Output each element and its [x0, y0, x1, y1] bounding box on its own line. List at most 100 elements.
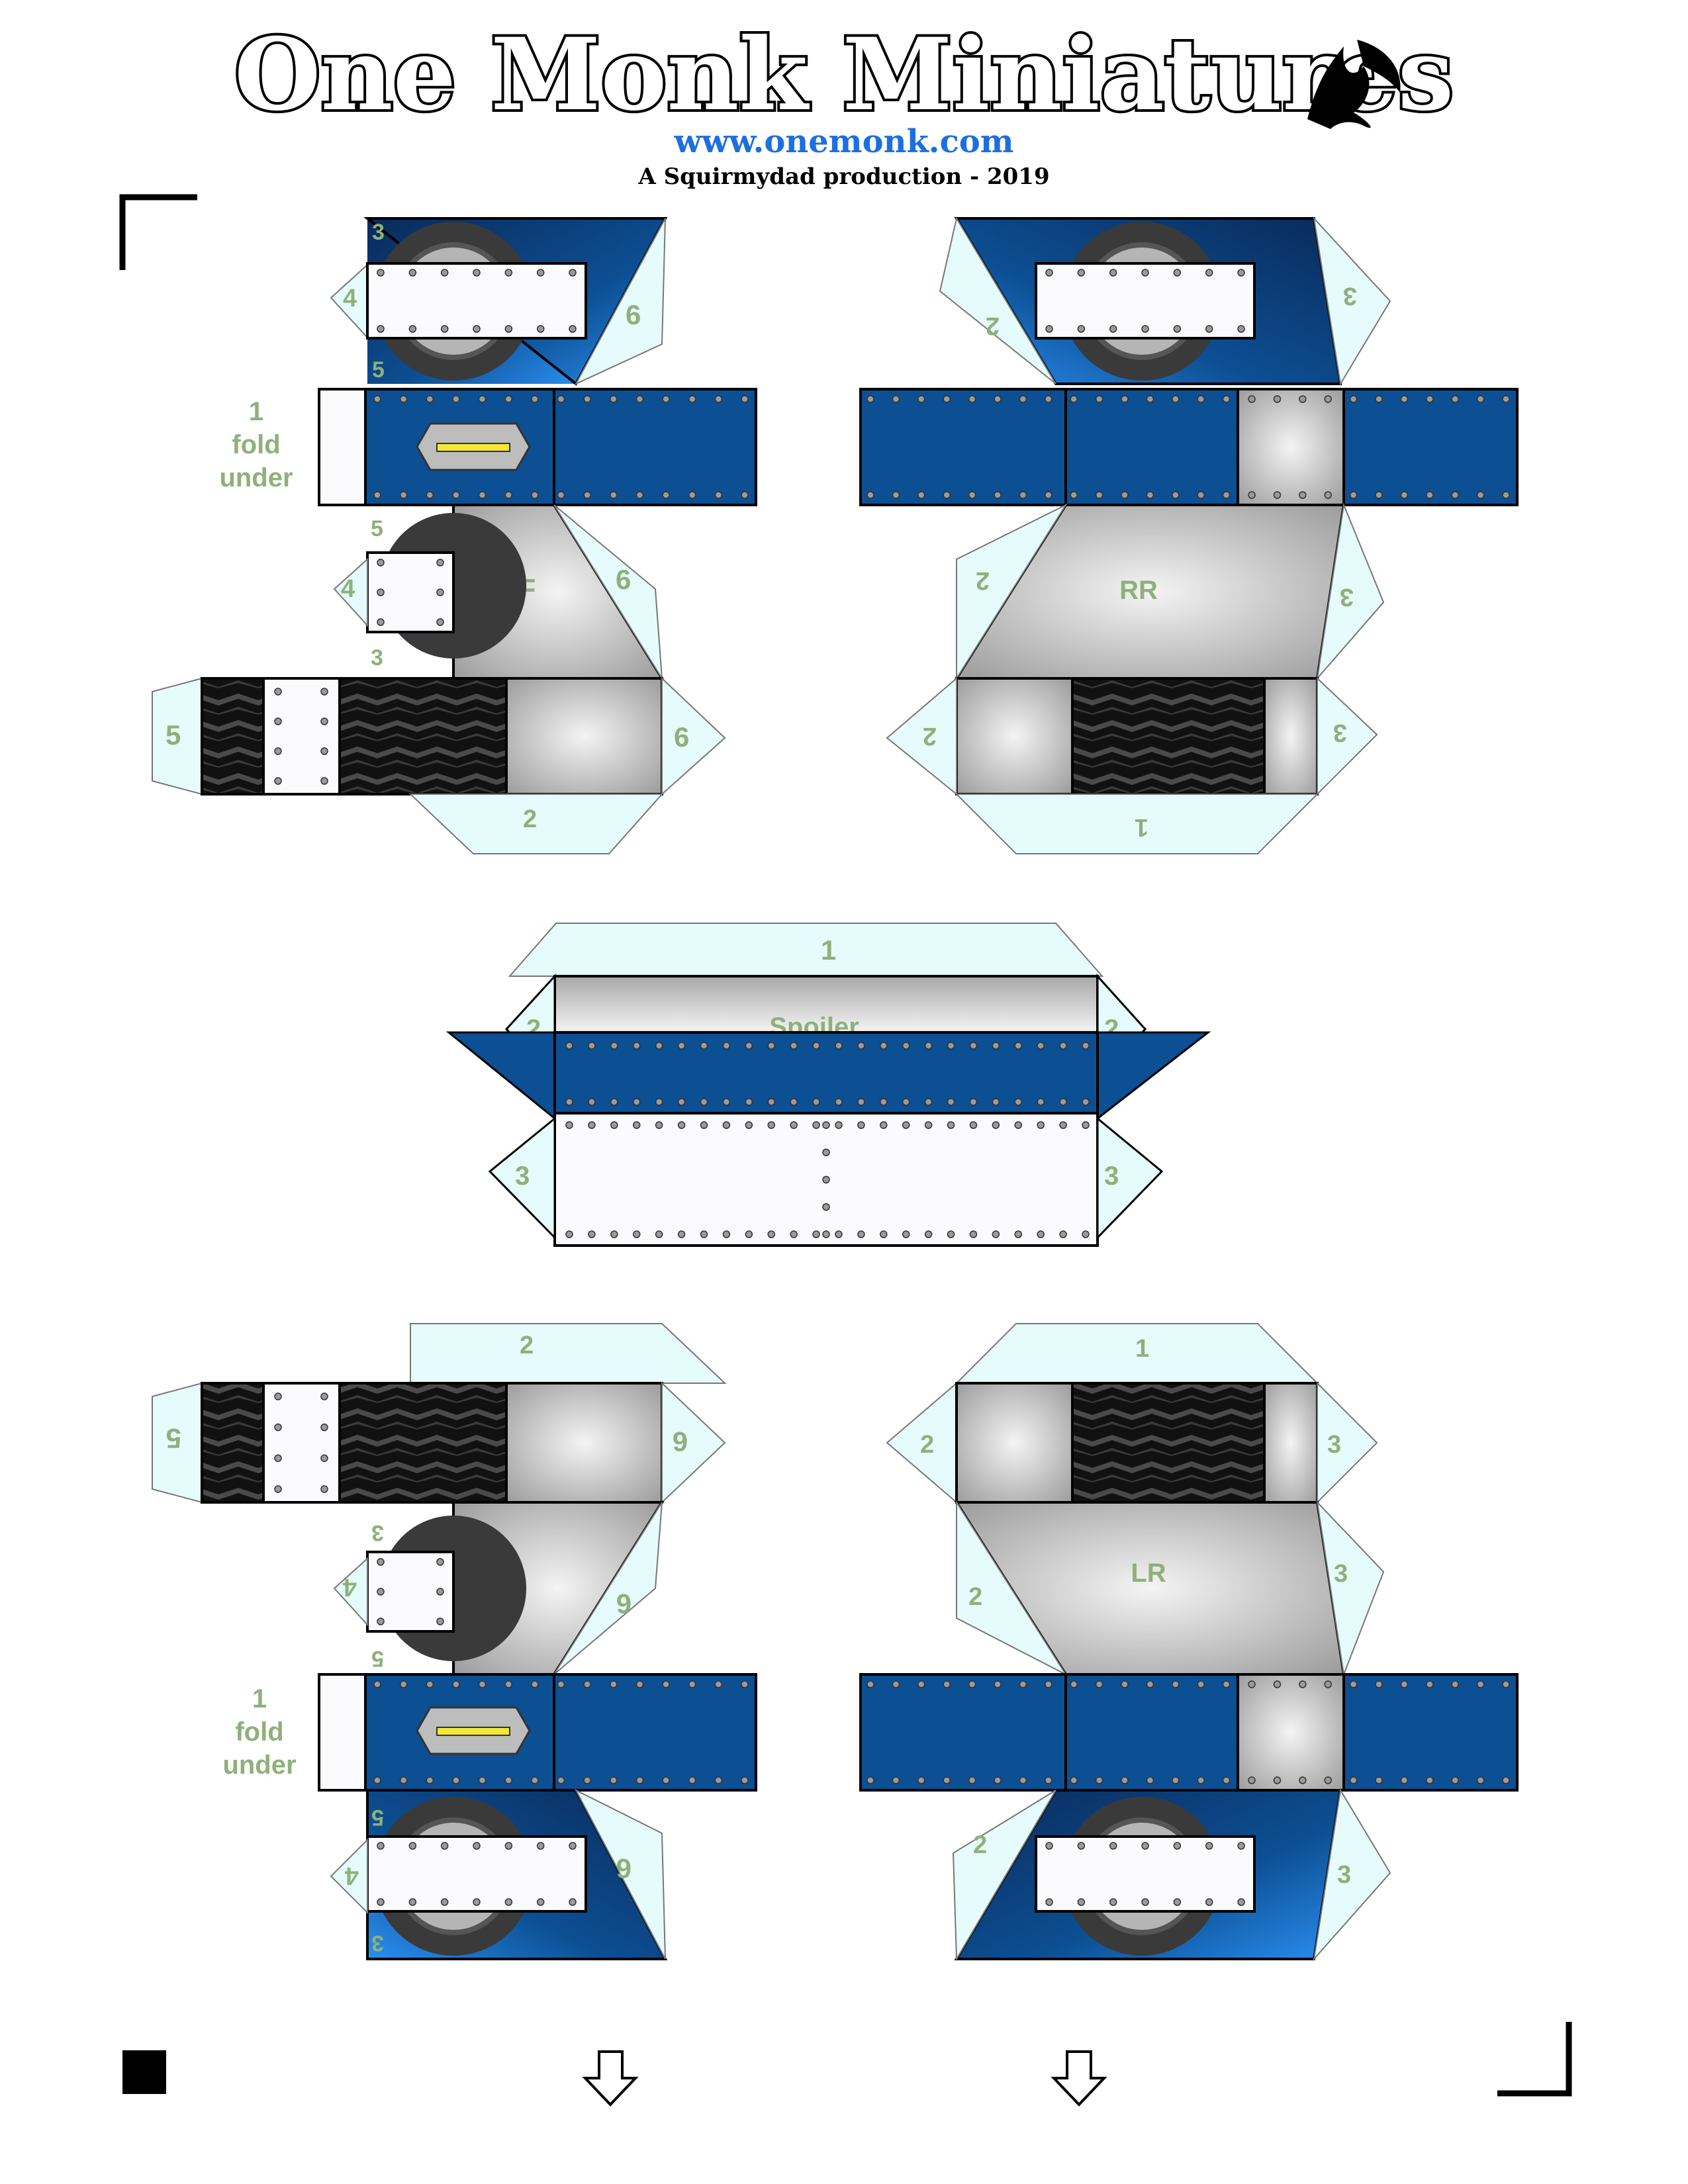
rivet [722, 1042, 731, 1050]
rivet [1095, 1680, 1103, 1688]
rivet [1502, 491, 1510, 499]
tab-label: 3 [1334, 1560, 1348, 1588]
rivet [452, 491, 460, 499]
rivet [790, 1230, 798, 1238]
rivet [1349, 1680, 1358, 1688]
rivet [969, 1230, 978, 1238]
rivet [822, 1203, 830, 1211]
rivet [583, 491, 591, 499]
rivet [536, 325, 545, 333]
tab [955, 794, 1319, 854]
piece-lf: 2 5 6 6 LF 4 3 5 1 fold under 6 4 5 [152, 1323, 757, 1960]
tab-label: 3 [1340, 583, 1354, 611]
rivet [426, 395, 434, 403]
rivet [822, 1230, 830, 1238]
rivet [1141, 269, 1149, 277]
rivet [892, 395, 900, 403]
rivet [504, 269, 513, 277]
rivet [373, 491, 381, 499]
tab-label: 2 [986, 312, 1000, 340]
tab [1317, 676, 1378, 796]
tab [1316, 502, 1385, 681]
tab-label: 5 [372, 357, 385, 383]
tab-label: 3 [372, 220, 385, 245]
rivet [377, 1898, 385, 1906]
rivet [1045, 1842, 1053, 1850]
rivet [1197, 1776, 1205, 1784]
rivet [745, 1230, 753, 1238]
down-arrow-icon [1051, 2050, 1107, 2107]
rivet [1299, 491, 1307, 499]
blue-wing [445, 1031, 556, 1121]
page-title: One Monk Miniatures [234, 17, 1454, 133]
rivet [1019, 1776, 1027, 1784]
rivet [992, 1098, 1000, 1106]
rivet [377, 588, 385, 596]
rivet [943, 1776, 951, 1784]
rivet [531, 395, 539, 403]
rivet [857, 1098, 865, 1106]
rivet [1095, 491, 1103, 499]
rivet [478, 395, 487, 403]
rivet [635, 1680, 644, 1688]
rivet [569, 269, 577, 277]
rivet [408, 325, 417, 333]
rivet [741, 491, 749, 499]
rivet [588, 1098, 596, 1106]
rivet [531, 1680, 539, 1688]
rivet [714, 395, 723, 403]
rivet [1019, 395, 1027, 403]
rivet [377, 1558, 385, 1566]
rivet [1173, 325, 1182, 333]
rivet [943, 395, 951, 403]
rivet [812, 1121, 820, 1129]
site-url[interactable]: www.onemonk.com [674, 123, 1014, 160]
grey-panel [955, 677, 1074, 796]
rivet [436, 1617, 444, 1625]
rivet [274, 717, 282, 725]
blue-panel [553, 1031, 1099, 1115]
rivet [320, 777, 328, 785]
rivet [565, 1121, 573, 1129]
tab [488, 1116, 556, 1240]
rivet [320, 747, 328, 755]
blue-panel [553, 388, 757, 506]
rivet [274, 1423, 282, 1432]
rivet [822, 1175, 830, 1184]
tab-label: 2 [523, 805, 537, 833]
rivet [655, 1230, 663, 1238]
tab-label: 3 [1333, 719, 1347, 747]
rivet [968, 1680, 976, 1688]
tab-label: 6 [673, 1426, 688, 1457]
rivet [565, 1098, 573, 1106]
rivet [583, 1680, 591, 1688]
rivet [1082, 1230, 1090, 1238]
rivet [1349, 395, 1358, 403]
rivet [1400, 491, 1409, 499]
rivet [1299, 395, 1307, 403]
tab [1096, 1116, 1164, 1240]
blue-panel [1064, 388, 1239, 506]
rivet [452, 1776, 460, 1784]
rivet [1109, 1898, 1117, 1906]
piece-rf: 6 4 3 5 1 fold under 6 RF 4 5 3 5 6 [152, 217, 757, 854]
rivet [857, 1121, 865, 1129]
tab-label: 1 [821, 934, 836, 966]
tab-label: 4 [345, 1862, 359, 1889]
rivet [812, 1098, 820, 1106]
rivet [1324, 395, 1332, 403]
tab-label: 3 [371, 1520, 384, 1545]
rivet [399, 1776, 408, 1784]
rivet [812, 1042, 820, 1050]
rivet [1014, 1121, 1023, 1129]
tab-label: 3 [1343, 282, 1357, 310]
rivet [677, 1042, 686, 1050]
rivet [947, 1230, 955, 1238]
griffin-icon [1307, 40, 1401, 129]
rivet [473, 1842, 481, 1850]
rivet [1059, 1230, 1067, 1238]
rivet [504, 1680, 512, 1688]
tab [333, 1557, 368, 1627]
grey-panel [505, 677, 663, 796]
